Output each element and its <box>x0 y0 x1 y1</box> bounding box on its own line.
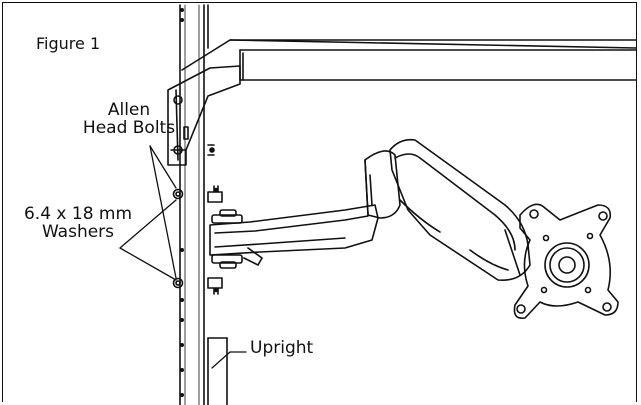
figure-border <box>2 2 637 402</box>
washers-label-line2: Washers <box>41 221 115 242</box>
arm-wall-plate <box>207 185 243 295</box>
callout-leaders <box>119 145 247 369</box>
shelf <box>181 39 637 81</box>
bolts-label-line1: Allen <box>107 100 151 120</box>
washer-bolts <box>172 188 184 289</box>
mounting-bracket <box>167 65 241 166</box>
bolts-label-line2: Head Bolts <box>82 117 176 138</box>
upright-post <box>179 4 205 405</box>
upper-arm <box>389 138 531 282</box>
elbow-joint <box>364 150 401 219</box>
allen-head-bolts-label: Allen Head Bolts <box>74 100 184 138</box>
washers-label-line1: 6.4 x 18 mm <box>23 204 133 224</box>
figure-title: Figure 1 <box>36 34 101 53</box>
vesa-mount-head <box>513 203 619 320</box>
upright-label: Upright <box>250 338 314 358</box>
lower-arm <box>209 204 379 266</box>
washers-label: 6.4 x 18 mm Washers <box>8 204 148 242</box>
